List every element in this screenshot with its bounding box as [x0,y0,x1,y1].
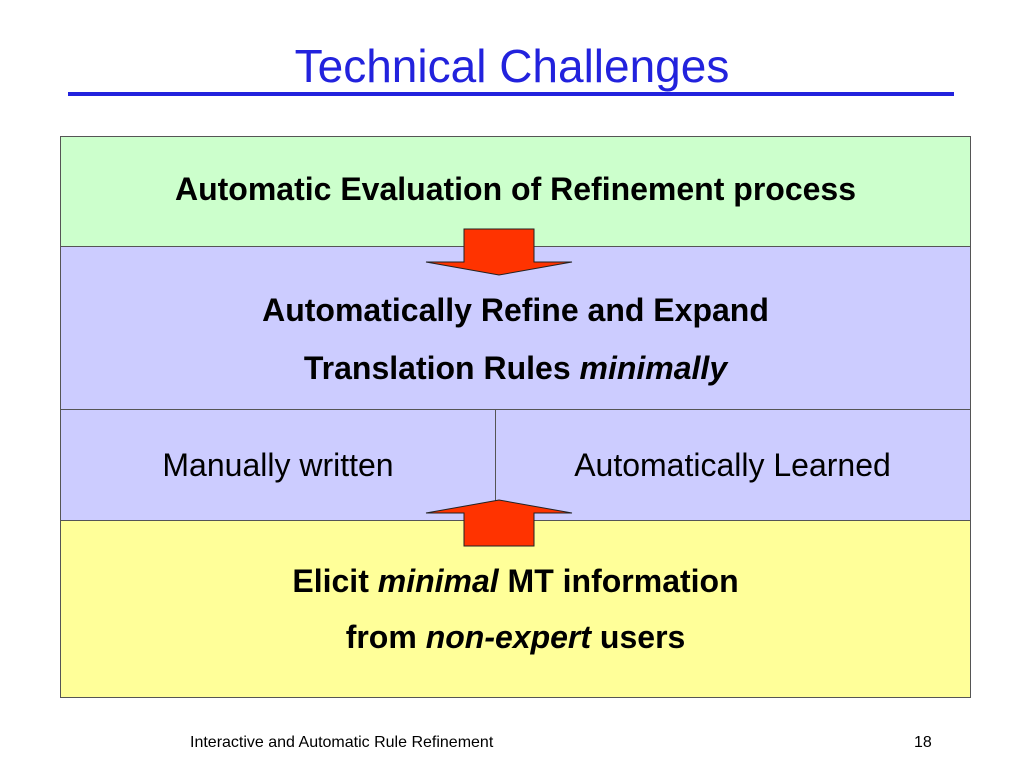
elicit-line-2: from non-expert users [61,619,970,656]
sources-divider [495,410,496,520]
refine-line-2: Translation Rules minimally [61,350,970,387]
elicit-emphasis-non-expert: non-expert [425,619,592,655]
elicit-line-2-b: users [591,619,686,655]
elicit-line-1-b: MT information [498,563,739,599]
elicit-line-2-a: from [345,619,426,655]
refine-line-1: Automatically Refine and Expand [262,292,769,328]
automatically-learned-label: Automatically Learned [574,446,891,483]
arrow-down-icon [425,228,573,276]
elicit-box: Elicit minimal MT information from non-e… [60,520,971,698]
refine-emphasis: minimally [579,350,728,386]
automatically-learned-cell: Automatically Learned [495,410,970,520]
title-underline [68,92,954,96]
manually-written-label: Manually written [162,446,394,483]
elicit-line-1: Elicit minimal MT information [61,563,970,600]
manually-written-cell: Manually written [61,410,495,520]
refine-line-2-text: Translation Rules [303,350,580,386]
slide-title: Technical Challenges [294,40,730,92]
elicit-line-1-a: Elicit [292,563,378,599]
elicit-emphasis-minimal: minimal [377,563,499,599]
footer-caption: Interactive and Automatic Rule Refinemen… [190,734,494,751]
evaluation-text: Automatic Evaluation of Refinement proce… [174,171,856,207]
arrow-up-icon [425,499,573,547]
page-number: 18 [914,734,932,751]
